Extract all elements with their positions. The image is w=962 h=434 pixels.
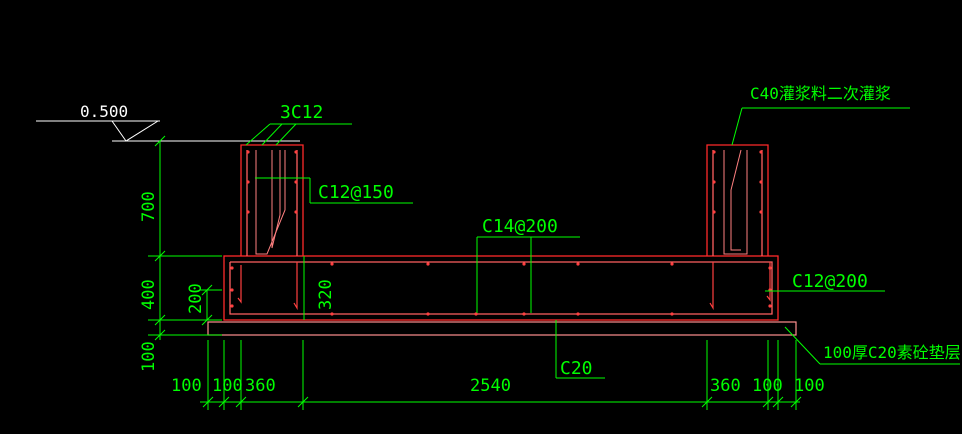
label-blinding: 100厚C20素砼垫层 bbox=[823, 343, 961, 362]
bent-bars bbox=[237, 262, 771, 311]
label-slab-bars: C14@200 bbox=[482, 216, 558, 237]
dim-h-5: 100 bbox=[752, 376, 783, 396]
horizontal-dimension-lines bbox=[200, 340, 802, 410]
dim-wall-height: 700 bbox=[139, 191, 159, 222]
label-top-bars: 3C12 bbox=[280, 102, 323, 123]
label-wall-stirrup: C12@150 bbox=[318, 182, 394, 203]
labels: 3C12 C12@150 C40灌浆料二次灌浆 C14@200 C12@200 … bbox=[280, 84, 961, 379]
dim-h-0: 100 bbox=[171, 376, 202, 396]
dim-h-4: 360 bbox=[710, 376, 741, 396]
vertical-dimension-lines bbox=[148, 135, 222, 341]
vertical-dimension-text: 700 400 200 100 bbox=[139, 191, 206, 372]
label-beam-depth: 320 bbox=[316, 279, 336, 310]
concrete-outline bbox=[223, 144, 779, 321]
rebar-dots bbox=[230, 150, 772, 316]
dim-h-2: 360 bbox=[245, 376, 276, 396]
label-slab-side: C12@200 bbox=[792, 271, 868, 292]
horizontal-dimension-text: 100 100 360 2540 360 100 100 bbox=[171, 376, 825, 396]
grout-pockets bbox=[255, 149, 748, 255]
label-grout: C40灌浆料二次灌浆 bbox=[750, 84, 891, 103]
dim-h-6: 100 bbox=[794, 376, 825, 396]
leader-lines bbox=[245, 107, 960, 379]
dim-h-1: 100 bbox=[212, 376, 243, 396]
dim-slab-height: 400 bbox=[139, 279, 159, 310]
elevation-value: 0.500 bbox=[80, 102, 128, 121]
dim-haunch-height: 200 bbox=[186, 283, 206, 314]
dim-h-3: 2540 bbox=[470, 376, 511, 396]
label-concrete: C20 bbox=[560, 358, 593, 379]
dim-pad-height: 100 bbox=[139, 341, 159, 372]
elevation-marker bbox=[36, 120, 300, 142]
blinding-pad bbox=[207, 321, 797, 336]
